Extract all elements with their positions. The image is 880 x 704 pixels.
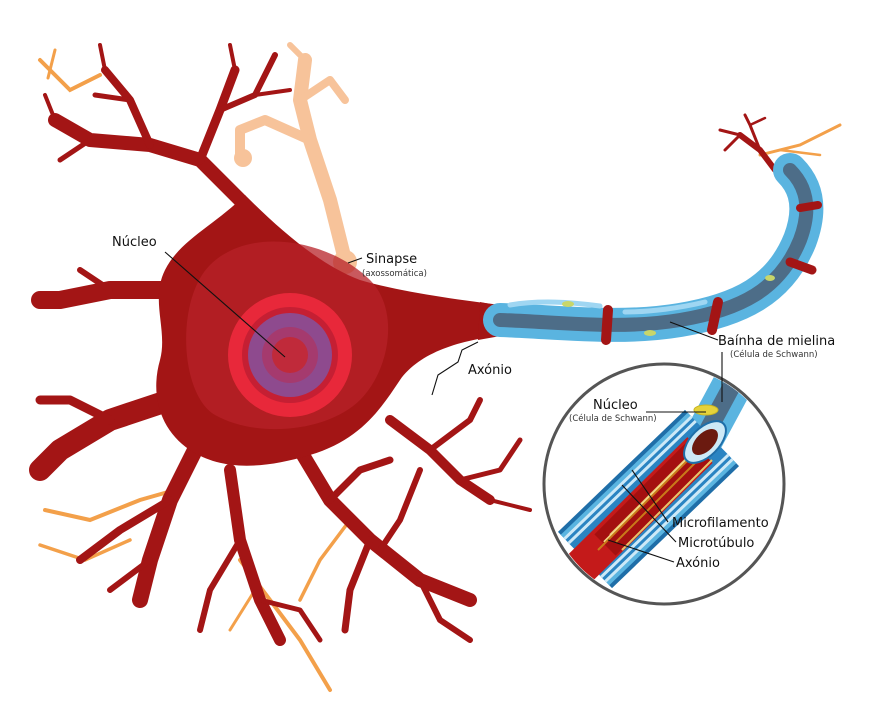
label-synapse: Sinapse <box>366 252 417 267</box>
schwann-nucleus-dot <box>765 275 775 281</box>
synapse-branch <box>235 42 352 267</box>
synaptic-bouton <box>234 149 252 167</box>
label-nucleus: Núcleo <box>112 235 157 250</box>
schwann-nucleus-dot <box>644 330 656 336</box>
label-synapse-sub: (axossomática) <box>362 269 427 279</box>
leader-lines <box>164 251 723 563</box>
label-myelin-sheath-sub: (Célula de Schwann) <box>730 349 818 360</box>
label-microtubule: Microtúbulo <box>678 536 754 551</box>
nucleolus <box>272 337 308 373</box>
label-myelin-sheath: Baínha de mielina <box>718 334 835 349</box>
label-axon-inset: Axónio <box>676 556 720 571</box>
axon-bracket <box>431 341 479 396</box>
myelinated-axon <box>483 153 824 345</box>
inset-magnification <box>542 362 786 606</box>
label-axon: Axónio <box>468 363 512 378</box>
dendrites <box>29 43 778 646</box>
label-schwann-nucleus-sub: (Célula de Schwann) <box>569 413 657 424</box>
label-microfilament: Microfilamento <box>672 516 769 531</box>
schwann-nucleus-dot <box>562 301 574 307</box>
label-schwann-nucleus: Núcleo <box>593 398 638 413</box>
nucleus <box>228 293 352 417</box>
